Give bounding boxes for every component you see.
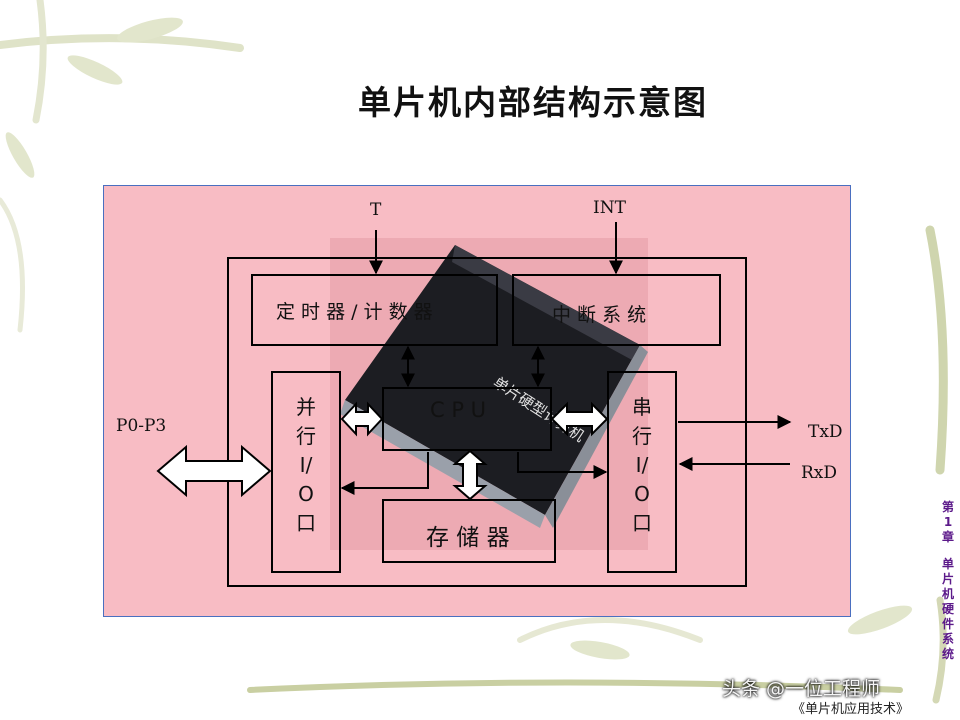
serial-io-block <box>607 371 677 573</box>
cpu-serial-link <box>517 452 608 479</box>
parallel-io-block <box>271 371 341 573</box>
cpu-memory-bus-arrow <box>452 449 488 501</box>
cpu-parallel-link <box>340 452 429 495</box>
parallel-port-label: P0-P3 <box>116 416 167 436</box>
timer-counter-label: 定 时 器 / 计 数 器 <box>276 301 433 323</box>
serial-io-label: 串 行 I/ O 口 <box>632 395 652 535</box>
txd-label: TxD <box>808 422 843 442</box>
timer-input-label: T <box>370 200 382 220</box>
memory-block <box>382 499 556 563</box>
chapter-sidebar: 第 1 章 单 片 机 硬 件 系 统 <box>941 500 954 661</box>
interrupt-system-label: 中 断 系 统 <box>552 304 647 326</box>
book-title: 《单片机应用技术》 <box>792 702 910 717</box>
interrupt-input-label: INT <box>593 198 626 218</box>
timer-counter-block <box>251 274 498 346</box>
parallel-io-label: 并 行 I/ O 口 <box>296 395 316 535</box>
parallel-port-bus-arrow <box>156 444 272 498</box>
interrupt-system-block <box>512 274 721 346</box>
parallel-cpu-bus-arrow <box>340 401 384 437</box>
memory-label: 存 储 器 <box>426 525 510 551</box>
cpu-serial-bus-arrow <box>550 401 609 437</box>
rxd-label: RxD <box>801 463 838 483</box>
cpu-label: C P U <box>430 398 487 422</box>
author-watermark: 头条 @一位工程师 <box>722 678 881 700</box>
chip-photo: 单片硬型计算机 <box>330 238 648 550</box>
slide-title: 单片机内部结构示意图 <box>358 83 708 122</box>
